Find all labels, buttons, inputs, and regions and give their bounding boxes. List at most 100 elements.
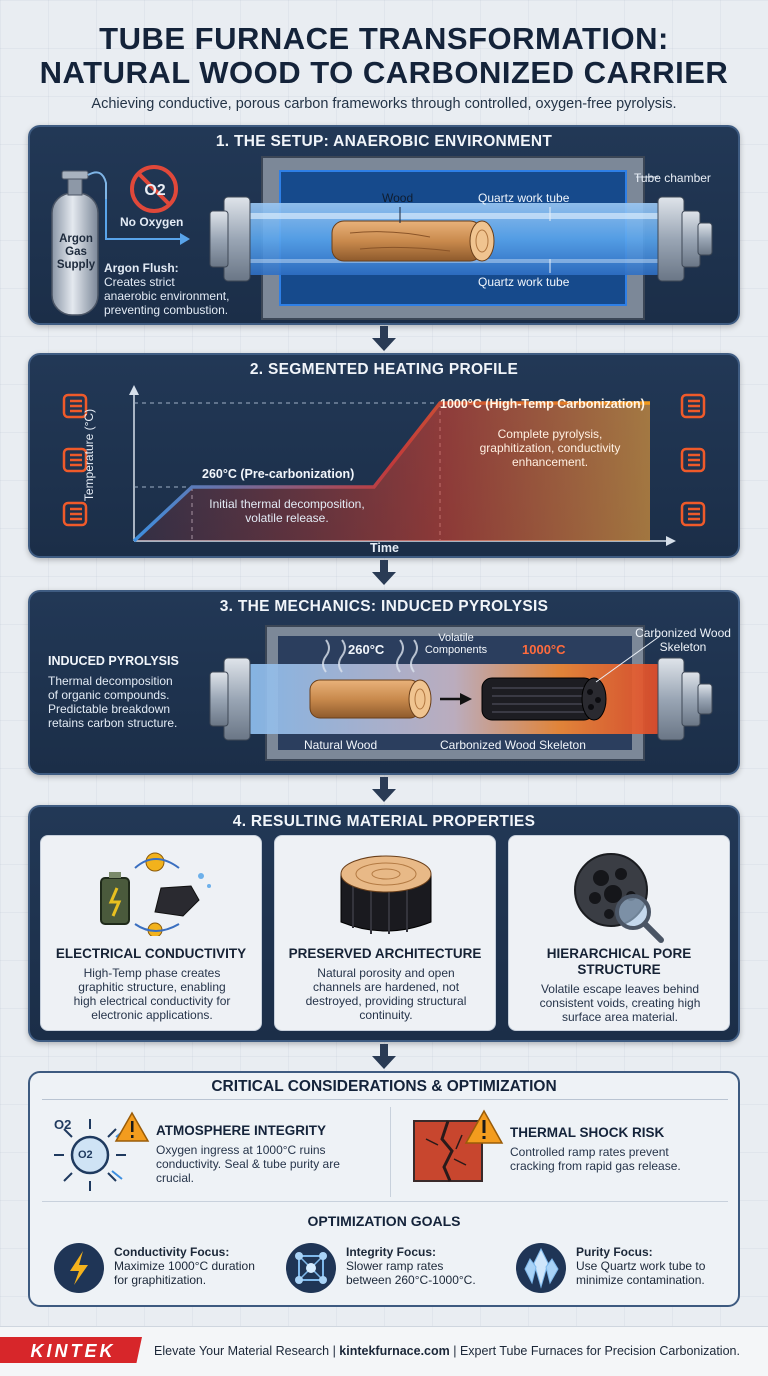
heater-icon-right: [680, 393, 706, 527]
argon-flush-text: Argon Flush: Creates strict anaerobic en…: [104, 261, 264, 317]
pore-magnifier-icon: [574, 853, 664, 943]
arrow-down-icon: [372, 326, 396, 351]
divider: [42, 1099, 728, 1100]
argon-flush-title: Argon Flush:: [104, 261, 179, 275]
wood-label: Wood: [382, 191, 414, 205]
mechanics-panel: 3. THE MECHANICS: INDUCED PYROLYSIS: [28, 590, 740, 775]
architecture-title: PRESERVED ARCHITECTURE: [275, 946, 495, 962]
footer-link[interactable]: kintekfurnace.com: [339, 1344, 450, 1358]
divider: [390, 1107, 391, 1197]
tube-chamber-label: Tube chamber: [634, 171, 711, 185]
setup-panel: 1. THE SETUP: ANAEROBIC ENVIRONMENT: [28, 125, 740, 325]
goal-integrity: Integrity Focus: Slower ramp rates betwe…: [346, 1245, 506, 1287]
high-desc-3: enhancement.: [511, 455, 589, 469]
high-temp-desc: Complete pyrolysis, graphitization, cond…: [450, 427, 650, 469]
low-desc-2: volatile release.: [245, 511, 329, 525]
x-axis-label: Time: [370, 541, 399, 555]
volatile-vapor-icon: [322, 639, 418, 673]
high-desc-2: graphitization, conductivity: [479, 441, 621, 455]
heating-title: 2. SEGMENTED HEATING PROFILE: [249, 361, 519, 378]
conductivity-icon: [100, 852, 211, 936]
o2-outer-label: O2: [54, 1117, 72, 1132]
footer-text-1: Elevate Your Material Research |: [154, 1344, 340, 1358]
o2-inner-label: O2: [78, 1149, 93, 1161]
argon-flush-line-3: preventing combustion.: [104, 303, 229, 317]
natural-wood-label: Natural Wood: [304, 738, 378, 752]
thermal-crack-icon: [413, 1109, 504, 1182]
heater-icon-left: [62, 393, 88, 527]
card2-text-1: Natural porosity and open: [317, 966, 455, 980]
argon-flush-line-2: anaerobic environment,: [104, 289, 230, 303]
card2-title-1: PRESERVED ARCHITECTURE: [288, 946, 482, 961]
architecture-card: PRESERVED ARCHITECTURE Natural porosity …: [274, 835, 496, 1031]
quartz-tube-label-top: Quartz work tube: [478, 191, 570, 205]
temperature-profile-line: [132, 401, 650, 543]
crystal-icon: [516, 1243, 566, 1293]
card3-title-1: HIERARCHICAL PORE: [546, 946, 692, 961]
goal3-line-2: minimize contamination.: [576, 1273, 705, 1287]
pore-structure-title: HIERARCHICAL PORE STRUCTURE: [509, 946, 729, 978]
goal-purity: Purity Focus: Use Quartz work tube to mi…: [576, 1245, 736, 1287]
goal1-line-1: Maximize 1000°C duration: [114, 1259, 255, 1273]
wood-log-icon: [331, 220, 495, 262]
brand-logo-text: KINTEK: [30, 1341, 116, 1361]
footer-text: Elevate Your Material Research | kintekf…: [154, 1344, 762, 1358]
pyrolysis-illustration: [209, 625, 713, 761]
conductivity-text: High-Temp phase creates graphitic struct…: [51, 966, 253, 1022]
title-line-2: NATURAL WOOD TO CARBONIZED CARRIER: [39, 55, 729, 90]
pre-carbonization-desc: Initial thermal decomposition, volatile …: [192, 497, 382, 525]
card1-text-2: graphitic structure, enabling: [78, 980, 226, 994]
footer-text-2: | Expert Tube Furnaces for Precision Car…: [449, 1344, 740, 1358]
callout-line-2: Skeleton: [659, 640, 707, 654]
goal2-line-1: Slower ramp rates: [346, 1259, 444, 1273]
goal-conductivity: Conductivity Focus: Maximize 1000°C dura…: [114, 1245, 264, 1287]
card3-text-2: consistent voids, creating high: [539, 996, 701, 1010]
mech-desc-2: of organic compounds.: [48, 688, 170, 702]
card3-text-3: surface area material.: [561, 1010, 679, 1024]
callout-line-1: Carbonized Wood: [635, 626, 731, 640]
architecture-text: Natural porosity and open channels are h…: [285, 966, 487, 1022]
card3-text-1: Volatile escape leaves behind: [540, 982, 700, 996]
card2-text-4: continuity.: [359, 1008, 413, 1022]
carbonized-skeleton-label: Carbonized Wood Skeleton: [440, 738, 586, 752]
conductivity-title: ELECTRICAL CONDUCTIVITY: [41, 946, 261, 962]
mech-desc-4: retains carbon structure.: [48, 716, 178, 730]
optimization-goals-title: OPTIMIZATION GOALS: [307, 1213, 461, 1229]
mech-desc-3: Predictable breakdown: [48, 702, 171, 716]
atmos-line-2: conductivity. Seal & tube purity are: [156, 1157, 340, 1171]
card2-text-3: destroyed, providing structural: [305, 994, 467, 1008]
thermal-shock-text: Controlled ramp rates prevent cracking f…: [510, 1145, 730, 1173]
card1-text-3: high electrical conductivity for: [73, 994, 231, 1008]
induced-pyrolysis-desc: Thermal decomposition of organic compoun…: [48, 674, 218, 730]
lightning-icon: [54, 1243, 104, 1293]
card1-text-1: High-Temp phase creates: [83, 966, 221, 980]
properties-title: 4. RESULTING MATERIAL PROPERTIES: [232, 813, 536, 830]
arrow-down-icon: [372, 777, 396, 802]
right-end-cap-icon: [657, 196, 713, 282]
setup-illustration: [51, 156, 713, 320]
goal1-title: Conductivity Focus:: [114, 1245, 230, 1259]
card1-text-4: electronic applications.: [91, 1008, 213, 1022]
volatile-label-1: Volatile: [438, 632, 474, 644]
natural-wood-icon: [309, 679, 432, 719]
divider: [42, 1201, 728, 1202]
pre-carbonization-label: 260°C (Pre-carbonization): [202, 467, 355, 481]
pore-structure-card: HIERARCHICAL PORE STRUCTURE Volatile esc…: [508, 835, 730, 1031]
goal3-line-1: Use Quartz work tube to: [576, 1259, 706, 1273]
carbonized-callout: Carbonized Wood Skeleton: [624, 626, 738, 654]
thermal-line-1: Controlled ramp rates prevent: [510, 1145, 669, 1159]
charred-wood-icon: [340, 855, 432, 934]
setup-title: 1. THE SETUP: ANAEROBIC ENVIRONMENT: [215, 133, 553, 150]
carbonized-wood-icon: [481, 677, 607, 721]
card2-text-2: channels are hardened, not: [312, 980, 460, 994]
thermal-line-2: cracking from rapid gas release.: [510, 1159, 681, 1173]
page-subtitle: Achieving conductive, porous carbon fram…: [91, 96, 677, 112]
argon-cylinder-icon: [51, 170, 107, 316]
mechanics-title: 3. THE MECHANICS: INDUCED PYROLYSIS: [219, 598, 549, 615]
argon-label-3: Supply: [56, 259, 96, 271]
volatile-components-label: Volatile Components: [416, 632, 496, 656]
network-icon: [286, 1243, 336, 1293]
argon-label: Argon Gas Supply: [54, 233, 98, 272]
card1-title-1: ELECTRICAL CONDUCTIVITY: [55, 946, 247, 961]
goal3-title: Purity Focus:: [576, 1245, 653, 1259]
